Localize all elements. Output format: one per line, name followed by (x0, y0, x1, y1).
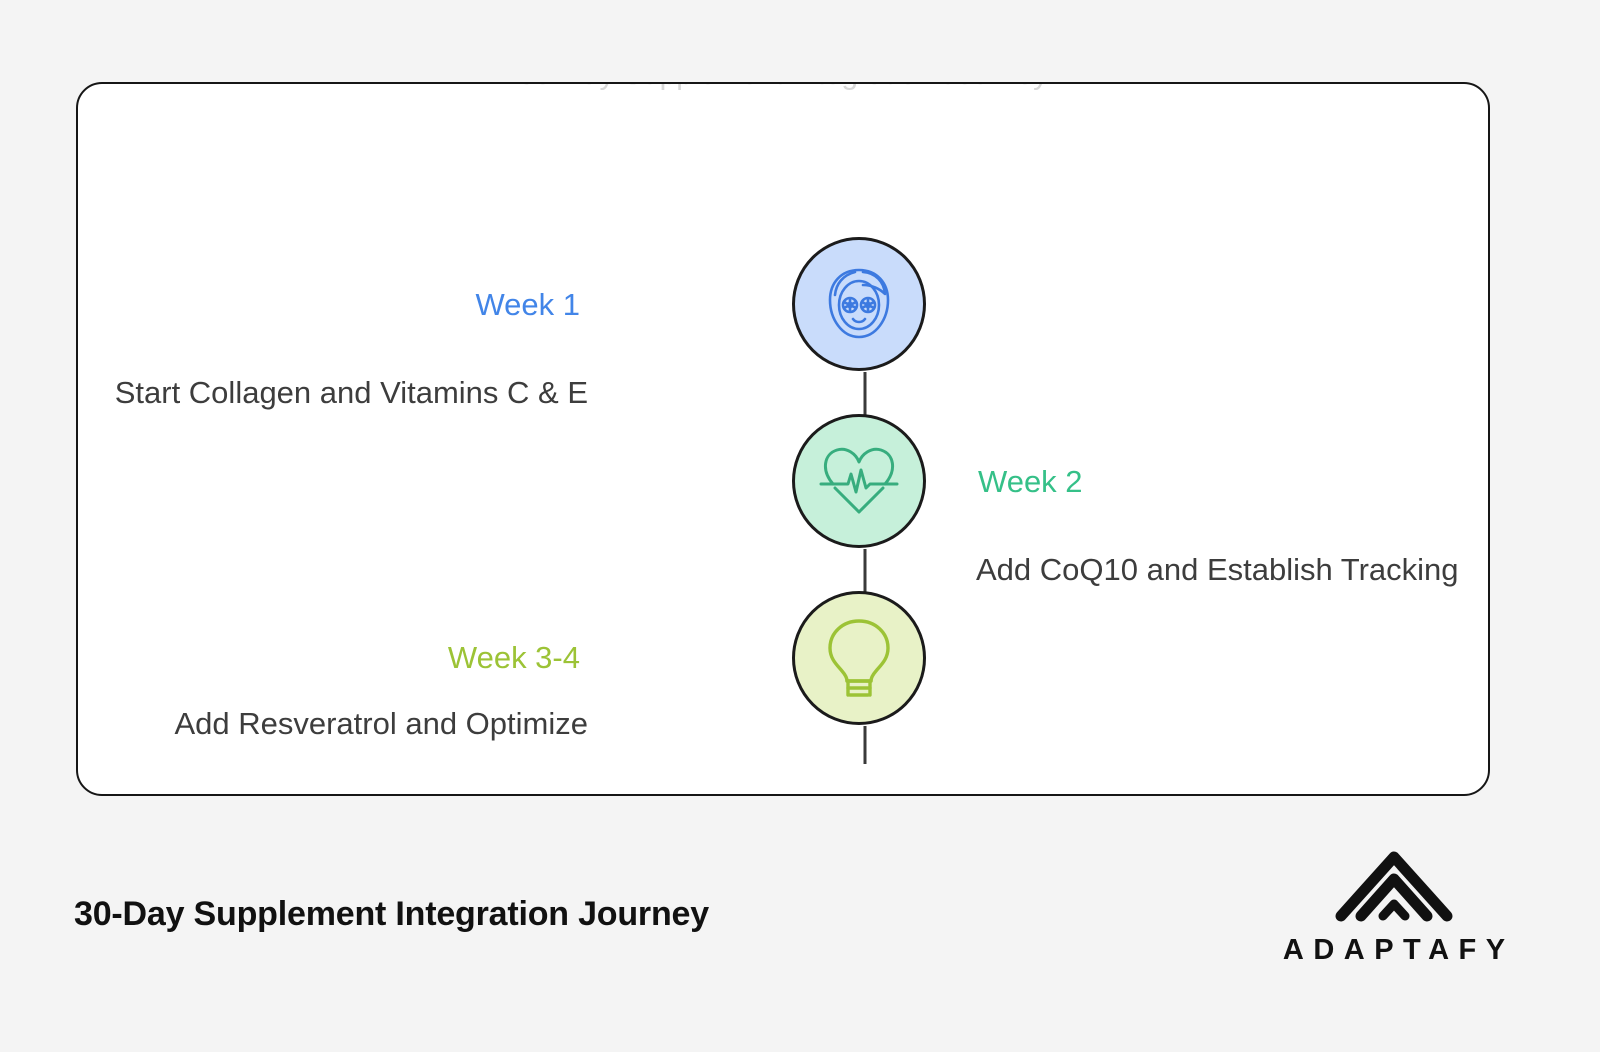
lightbulb-icon (823, 615, 895, 701)
nested-arch-logo-icon (1331, 848, 1457, 927)
brand-wordmark: ADAPTAFY (1282, 934, 1515, 966)
week-label-3: Week 3-4 (447, 640, 580, 675)
week-label-1: Week 1 (475, 287, 580, 322)
week-description-2: Add CoQ10 and Establish Tracking (976, 552, 1459, 587)
week-description-1: Start Collagen and Vitamins C & E (114, 375, 588, 410)
week-label-2: Week 2 (978, 464, 1083, 499)
brand-logo: ADAPTAFY (1264, 848, 1524, 967)
timeline-connector (785, 144, 945, 764)
week-description-3: Add Resveratrol and Optimize (174, 706, 588, 741)
clipped-heading-text: 30-Day Supplement Integration Journey (78, 84, 1488, 92)
heart-pulse-icon (815, 440, 903, 522)
page-title: 30-Day Supplement Integration Journey (74, 895, 709, 933)
face-mask-icon (816, 261, 902, 347)
timeline-node-week2[interactable] (792, 414, 926, 548)
timeline-node-week1[interactable] (792, 237, 926, 371)
infographic-card: 30-Day Supplement Integration Journey (76, 82, 1490, 796)
timeline-node-week3[interactable] (792, 591, 926, 725)
